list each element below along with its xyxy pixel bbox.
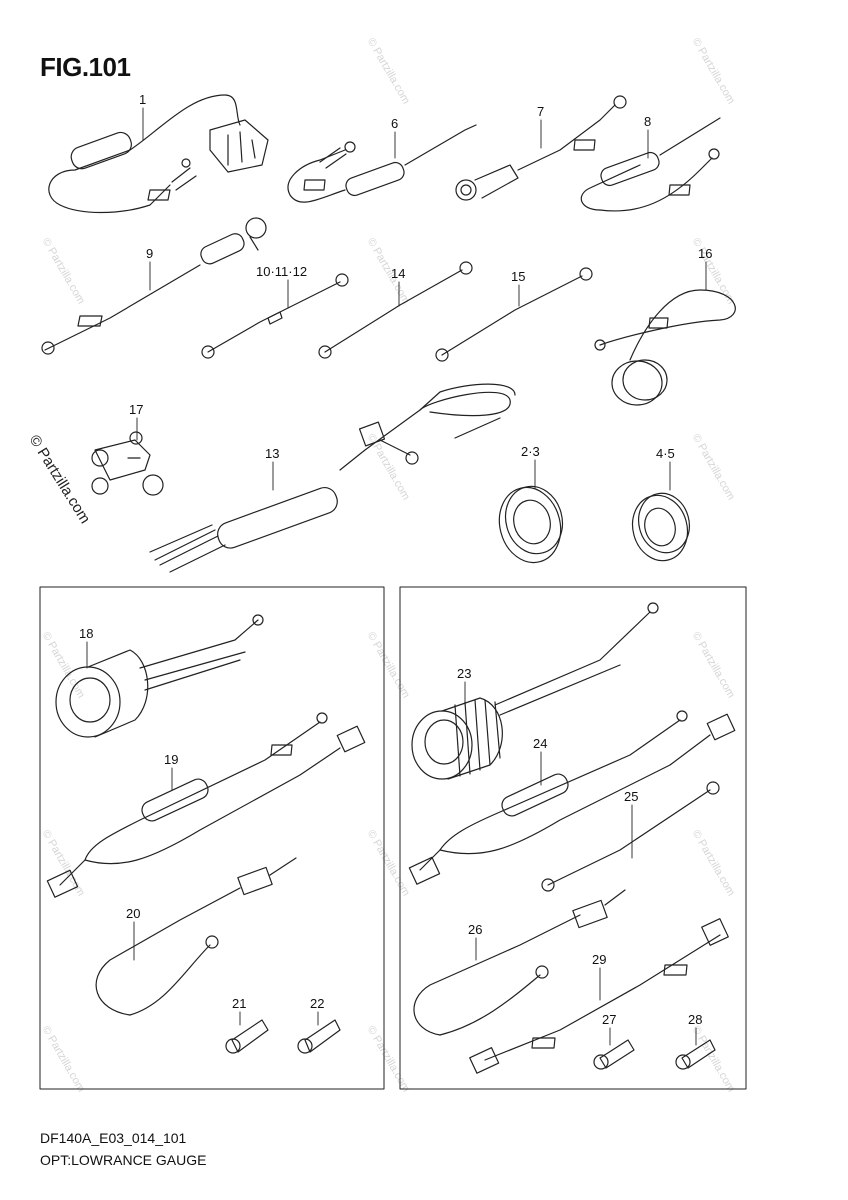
part-26-fuse-cable[interactable] (413, 889, 626, 1036)
callout-29: 29 (592, 952, 607, 967)
part-24-harness[interactable] (408, 710, 736, 885)
callout-4-5: 4·5 (656, 446, 675, 461)
callout-6: 6 (391, 116, 399, 131)
part-9-sensor-cable[interactable] (41, 217, 267, 355)
part-6-cable[interactable] (287, 124, 477, 203)
figure-caption: OPT:LOWRANCE GAUGE (40, 1152, 207, 1168)
callout-9: 9 (146, 246, 154, 261)
part-25-extension-cable[interactable] (541, 781, 720, 892)
part-15-extension-cable[interactable] (435, 267, 593, 362)
callout-1: 1 (139, 92, 147, 107)
part-4-5-bezel-ring[interactable] (625, 488, 696, 567)
callout-2-3: 2·3 (521, 444, 540, 459)
callout-23: 23 (457, 666, 472, 681)
callout-7: 7 (537, 104, 545, 119)
part-22-connector-cap[interactable] (297, 1019, 341, 1054)
callout-18: 18 (79, 626, 94, 641)
part-7-transducer-fitting[interactable] (455, 95, 627, 201)
part-21-connector-cap[interactable] (225, 1019, 269, 1054)
part-1-cable-bracket[interactable] (48, 94, 269, 214)
part-28-connector-cap[interactable] (675, 1039, 716, 1070)
callout-27: 27 (602, 1012, 617, 1027)
callout-16: 16 (698, 246, 713, 261)
callout-25: 25 (624, 789, 639, 804)
part-2-3-bezel-ring[interactable] (491, 480, 570, 570)
callout-13: 13 (265, 446, 280, 461)
part-20-fuse-cable[interactable] (95, 857, 297, 1016)
callout-15: 15 (511, 269, 526, 284)
callout-10-11-12: 10·11·12 (256, 264, 308, 279)
part-29-harness[interactable] (469, 918, 729, 1074)
figure-code: DF140A_E03_014_101 (40, 1130, 187, 1146)
callout-21: 21 (232, 996, 247, 1011)
callout-28: 28 (688, 1012, 703, 1027)
callout-17: 17 (129, 402, 144, 417)
part-13-power-cable[interactable] (149, 383, 516, 573)
part-17-t-connector[interactable] (91, 431, 164, 496)
part-23-gauge[interactable] (411, 602, 659, 780)
callout-8: 8 (644, 114, 652, 129)
callout-19: 19 (164, 752, 179, 767)
leader-lines (86, 107, 707, 1046)
part-16-sensor-puck[interactable] (594, 289, 736, 406)
callout-26: 26 (468, 922, 483, 937)
part-19-harness[interactable] (46, 712, 366, 898)
group-box-left (39, 586, 385, 1090)
callout-24: 24 (533, 736, 548, 751)
part-18-gauge[interactable] (55, 614, 264, 738)
callout-20: 20 (126, 906, 141, 921)
callout-22: 22 (310, 996, 325, 1011)
part-27-connector-cap[interactable] (593, 1039, 635, 1070)
callout-14: 14 (391, 266, 406, 281)
part-8-cable[interactable] (580, 117, 721, 212)
group-box-right (399, 586, 747, 1090)
part-10-11-12-extension-cable[interactable] (201, 273, 349, 359)
part-14-extension-cable[interactable] (318, 261, 473, 359)
figure-title: FIG.101 (40, 52, 131, 82)
